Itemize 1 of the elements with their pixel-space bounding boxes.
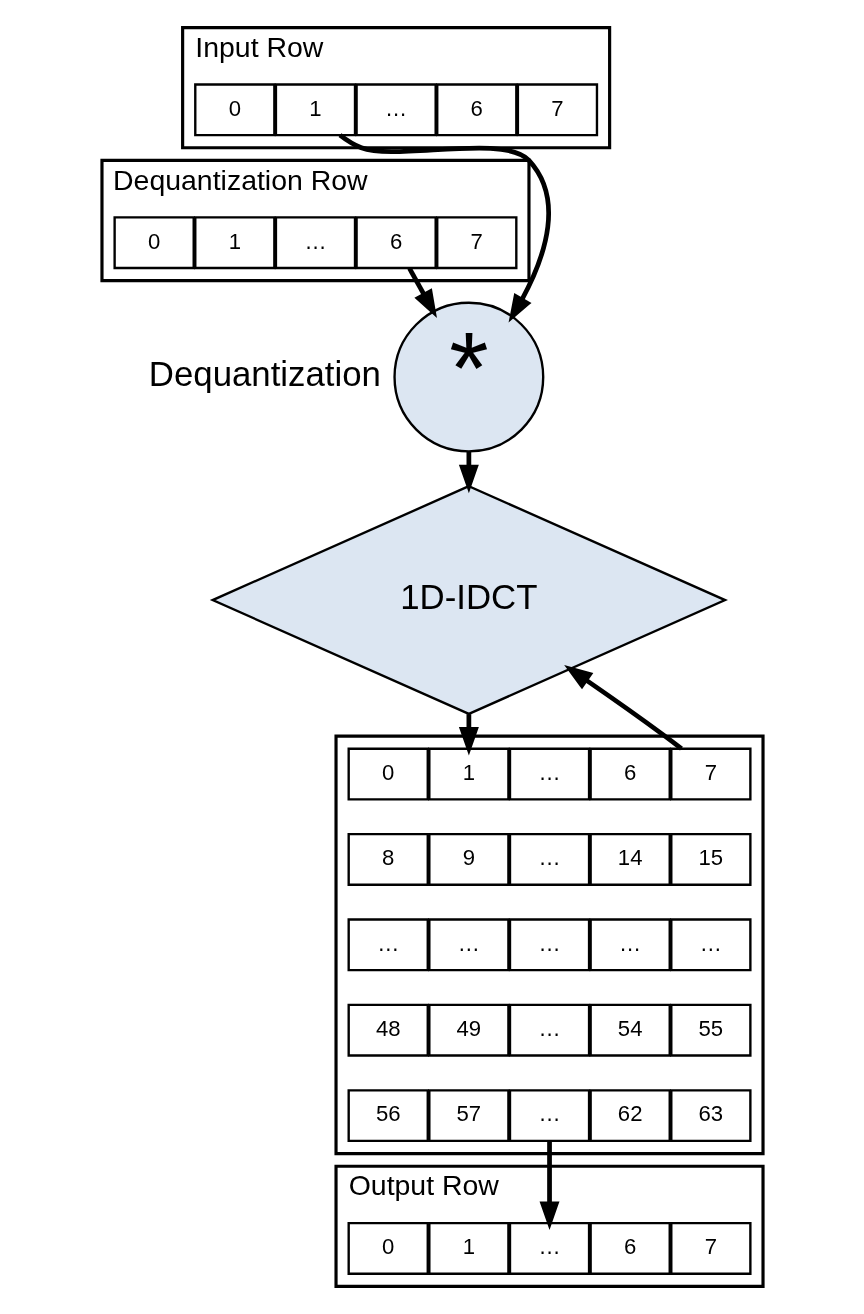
node-label: Dequantization (148, 354, 381, 393)
